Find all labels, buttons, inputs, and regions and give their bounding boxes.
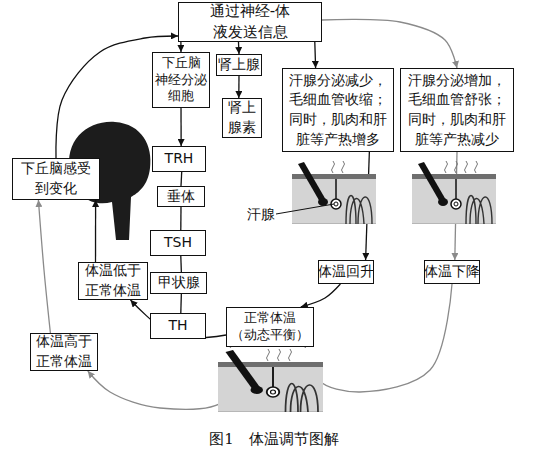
process-box: TSH	[150, 230, 206, 256]
process-box: 通过神经-体 液发送信息	[178, 2, 322, 42]
node-text: 下丘脑感受 到变化	[14, 159, 98, 198]
connector-arrow	[38, 200, 50, 333]
skin-normal	[218, 348, 323, 412]
connector-arrow	[322, 19, 457, 68]
connector-arrow	[88, 347, 232, 409]
process-box: 垂体	[157, 186, 205, 207]
node-text: 肾上腺	[218, 55, 260, 75]
node-text: 正常体温 （动态平衡）	[228, 310, 312, 344]
connector-arrow	[238, 42, 240, 54]
connector-arrow	[238, 76, 239, 98]
connector-arrow	[301, 284, 341, 307]
process-box: 汗腺分泌减少， 毛细血管收缩； 同时，肌肉和肝 脏等产热增多	[282, 68, 394, 152]
connector-arrow	[180, 256, 182, 272]
node-text: 通过神经-体 液发送信息	[180, 1, 320, 43]
node-text: TH	[168, 316, 187, 336]
node-text: 汗腺分泌减少， 毛细血管收缩； 同时，肌肉和肝 脏等产热增多	[284, 71, 392, 149]
process-box: 体温低于 正常体温	[78, 262, 148, 300]
connector-arrow	[314, 42, 316, 68]
node-text: 甲状腺	[158, 273, 200, 293]
connector-arrow	[180, 207, 181, 230]
process-box: 肾上腺	[216, 54, 262, 76]
process-box: 肾上 腺素	[222, 98, 262, 138]
process-box: 汗腺分泌增加， 毛细血管舒张； 同时，肌肉和肝 脏等产热减少	[400, 68, 514, 152]
process-box: 甲状腺	[150, 272, 207, 294]
node-text: 垂体	[167, 187, 195, 207]
node-text: TRH	[165, 149, 194, 169]
node-text: 下丘脑 神经分泌 细胞	[154, 55, 208, 106]
process-box: 体温高于 正常体温	[30, 333, 98, 371]
process-box: 体温回升	[318, 260, 374, 284]
node-text: 体温下降	[424, 262, 480, 282]
connector-arrow	[180, 172, 182, 186]
process-box: 体温下降	[424, 260, 480, 284]
node-text: 汗腺分泌增加， 毛细血管舒张； 同时，肌肉和肝 脏等产热减少	[402, 71, 512, 149]
process-box: TH	[150, 313, 206, 339]
skin-cold	[292, 161, 376, 224]
part-label: 汗腺	[247, 206, 275, 224]
connector-arrow	[131, 300, 227, 338]
skin-hot	[412, 161, 496, 224]
connector-arrow	[180, 108, 181, 146]
node-text: 体温高于 正常体温	[32, 332, 96, 371]
leader-line	[276, 204, 334, 214]
connector-arrow	[95, 200, 96, 262]
node-text: 肾上 腺素	[224, 98, 260, 137]
connector-arrow	[180, 42, 181, 52]
process-box: 正常体温 （动态平衡）	[226, 307, 314, 347]
process-box: 下丘脑感受 到变化	[12, 158, 100, 200]
figure-caption: 图1 体温调节图解	[209, 430, 339, 449]
node-text: TSH	[164, 233, 192, 253]
node-text: 体温回升	[318, 262, 374, 282]
connector-arrow	[180, 294, 182, 313]
process-box: TRH	[152, 146, 206, 172]
node-text: 体温低于 正常体温	[80, 261, 146, 300]
connector-arrow	[305, 284, 452, 392]
process-box: 下丘脑 神经分泌 细胞	[152, 52, 210, 108]
